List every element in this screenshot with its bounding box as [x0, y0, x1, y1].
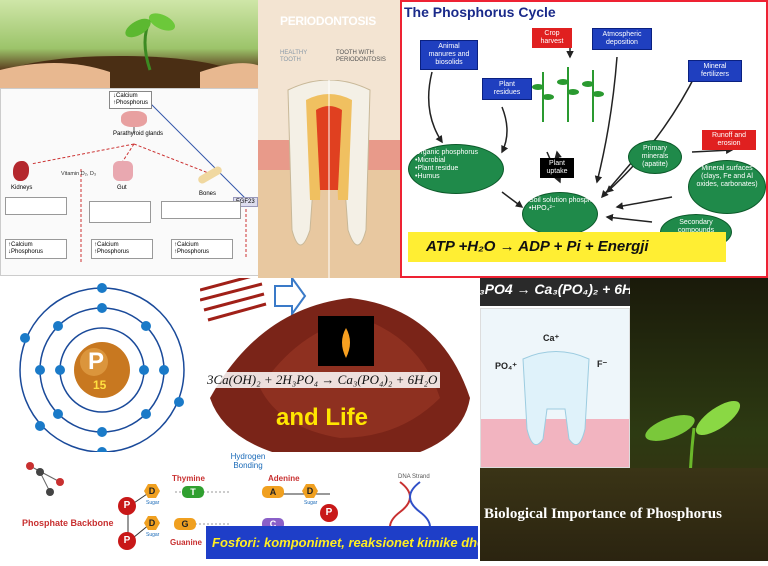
parathyroid-icon [121, 111, 147, 127]
organic-phosphorus-oval: Organic phosphorus •Microbial •Plant res… [408, 144, 504, 194]
atom-symbol: P [88, 348, 105, 375]
phosphorus-cycle-diagram: The Phosphorus Cycle Crop harvest Animal… [400, 0, 768, 278]
deoxyribose-node: D [144, 516, 160, 530]
biological-importance-title: Biological Importance of Phosphorus [484, 506, 722, 522]
healthy-tooth-label: HEALTHY TOOTH [280, 50, 308, 63]
fluorapatite-tooth-panel: Ca⁺ PO₄⁺ F⁻ [480, 308, 630, 468]
and-life-text: and Life [276, 404, 369, 431]
phosphate-node: P [118, 497, 136, 515]
periodontosis-title: PERIODONTOSIS [280, 14, 376, 28]
phosphorus-atom-model: P 15 [0, 278, 230, 468]
sugar-label: Sugar [146, 532, 160, 538]
gut-icon [113, 161, 133, 181]
calcium-ion-label: Ca⁺ [543, 333, 560, 343]
top-level-label: ↓Calcium ↑Phosphorus [109, 91, 153, 109]
crop-plants-icon [532, 67, 604, 122]
periodontosis-panel: PERIODONTOSIS HEALTHY TOOTH TOOTH WITH P… [258, 0, 400, 278]
phosphate-node: P [118, 532, 136, 550]
plant-uptake-box: Plant uptake [540, 158, 574, 178]
tooth-ions-icon [481, 309, 629, 467]
fluoride-ion-label: F⁻ [597, 359, 608, 369]
gut-effect-box [89, 201, 151, 223]
hormone-arrows [30, 98, 247, 264]
kidney-icon [13, 161, 29, 181]
cycle-title: The Phosphorus Cycle [404, 4, 556, 20]
bone-effect-box [161, 201, 241, 219]
mineral-fertilizers-box: Mineral fertilizers [688, 60, 742, 82]
deoxyribose-node: D [144, 484, 160, 498]
sugar-label: Sugar [146, 500, 160, 506]
calcium-phosphorus-regulation-diagram: ↓Calcium ↑Phosphorus Parathyroid glands … [0, 88, 265, 276]
cycle-arrows [427, 32, 734, 223]
atp-equation-banner: ATP +H₂O → ADP + Pi + Energji [408, 232, 726, 262]
vitamin-d-label: Vitamin D₂, D₃ [61, 171, 97, 177]
gut-result: ↑Calcium ↑Phosphorus [91, 239, 153, 259]
biological-importance-banner: Biological Importance of Phosphorus [480, 468, 768, 561]
thymine-label: Thymine [172, 474, 205, 483]
runoff-erosion-box: Runoff and erosion [702, 130, 756, 150]
primary-minerals-oval: Primary minerals (apatite) [628, 140, 682, 174]
seedling-hands-image [0, 13, 260, 88]
animal-manures-box: Animal manures and biosolids [420, 40, 478, 70]
adenine-label: Adenine [268, 474, 300, 483]
dna-strand-label: DNA Strand [398, 474, 430, 480]
plant-photo [0, 0, 260, 88]
red-phosphorus-panel: 3Ca(OH)₂ + 2H₃PO₄ → Ca₃(PO₄)₂ + 6H₂O and… [200, 278, 480, 468]
guanine-label: Guanine [170, 538, 203, 547]
thymine-base: T [182, 486, 204, 498]
bone-result: ↑Calcium ↑Phosphorus [171, 239, 233, 259]
kidney-result: ↑Calcium ↓Phosphorus [5, 239, 67, 259]
sugar-label: Sugar [304, 500, 318, 506]
mineral-surfaces-oval: Mineral surfaces (clays, Fe and Al oxide… [688, 160, 766, 214]
kidneys-label: Kidneys [11, 185, 33, 191]
dna-structure-diagram: Hydrogen Bonding Thymine Adenine Guanine… [0, 452, 480, 561]
deoxyribose-node: D [302, 484, 318, 498]
crop-harvest-box: Crop harvest [532, 28, 572, 48]
phosphate-backbone-label: Phosphate Backbone [22, 518, 114, 528]
bones-label: Bones [199, 191, 217, 197]
soil-solution-oval: Soil solution phosphorus •HPO₄²⁻ [522, 192, 605, 236]
gut-label: Gut [117, 185, 127, 191]
atomic-number: 15 [93, 378, 107, 392]
bohr-model-icon [19, 283, 185, 457]
adenine-base: A [262, 486, 284, 498]
hydrogen-bonding-label: Hydrogen Bonding [230, 452, 266, 470]
periodontosis-tooth-label: TOOTH WITH PERIODONTOSIS [336, 50, 386, 63]
caption-banner: Fosfori: komponimet, reaksionet kimike d… [206, 526, 478, 559]
plant-residues-box: Plant residues [482, 78, 532, 100]
atmospheric-deposition-box: Atmospheric deposition [592, 28, 652, 50]
tooth-cross-section-icon [258, 80, 400, 278]
neutralization-equation: 3Ca(OH)₂ + 2H₃PO₄ → Ca₃(PO₄)₂ + 6H₂O [204, 372, 441, 388]
phosphate-ion-label: PO₄⁺ [495, 361, 518, 371]
kidney-effect-box [5, 197, 67, 215]
parathyroid-label: Parathyroid glands [113, 131, 164, 137]
guanine-base: G [174, 518, 196, 530]
phosphate-node: P [320, 504, 338, 522]
